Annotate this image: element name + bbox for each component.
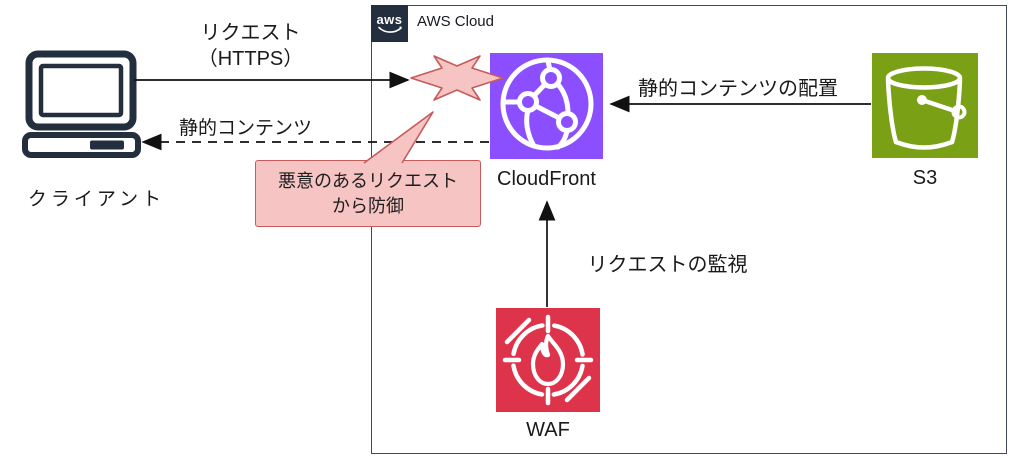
cloudfront-label: CloudFront <box>497 168 596 190</box>
client-label: クライアント <box>27 189 166 210</box>
static-content-edge-label: 静的コンテンツ <box>178 118 312 139</box>
client-node <box>20 50 142 158</box>
bucket-icon <box>885 66 967 150</box>
waf-monitor-edge-label: リクエストの監視 <box>587 254 748 276</box>
aws-logo-text: aws <box>376 11 403 27</box>
callout-line2: から防御 <box>332 196 404 216</box>
request-edge-label: リクエスト （HTTPS） <box>168 20 333 72</box>
waf-label: WAF <box>526 419 570 441</box>
flame-target-icon <box>502 314 594 406</box>
s3-deploy-edge-label: 静的コンテンツの配置 <box>638 78 838 100</box>
request-edge-label-line2: （HTTPS） <box>197 48 304 70</box>
callout-bubble: 悪意のあるリクエスト から防御 <box>255 160 481 227</box>
globe-network-icon <box>500 57 594 151</box>
waf-node <box>496 308 600 412</box>
callout-line1: 悪意のあるリクエスト <box>278 171 458 191</box>
laptop-icon <box>22 50 141 158</box>
request-edge-label-line1: リクエスト <box>200 22 301 44</box>
s3-label: S3 <box>912 167 938 189</box>
aws-logo: aws <box>371 5 408 42</box>
aws-cloud-boundary <box>371 5 1007 454</box>
s3-node <box>872 53 978 158</box>
aws-logo-swoosh-icon <box>377 25 402 33</box>
aws-cloud-label: AWS Cloud <box>417 13 494 30</box>
cloudfront-node <box>490 53 603 159</box>
